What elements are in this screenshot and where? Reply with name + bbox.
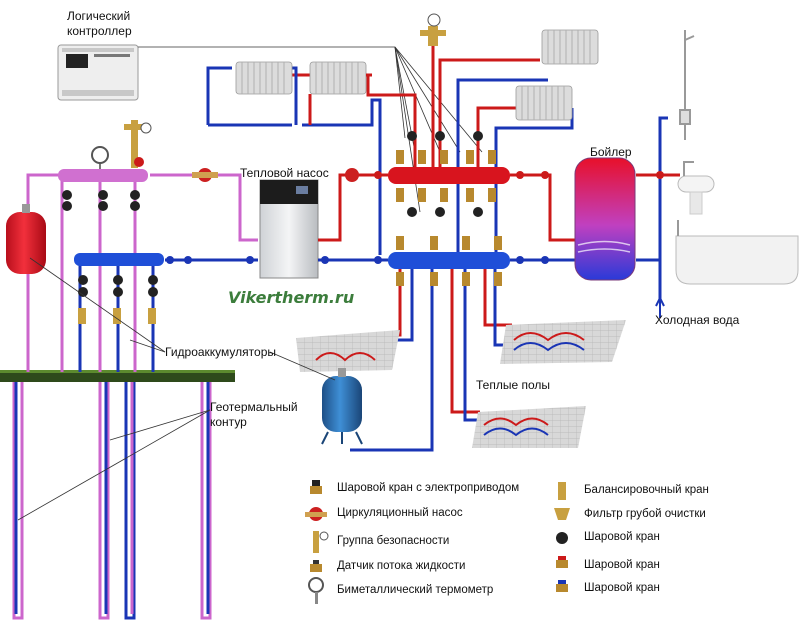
label-geo-line1: Геотермальный [210, 400, 298, 414]
heat-pump-circulation-pump [192, 168, 218, 182]
geothermal-loops [12, 382, 212, 620]
flow-sensor-icon [310, 560, 322, 572]
label-accumulators: Гидроаккумуляторы [165, 345, 277, 359]
label-controller-line1: Логический [67, 9, 131, 23]
ball-valve-red-icon [556, 556, 568, 568]
legend-text: Фильтр грубой очистки [584, 508, 706, 520]
label-cold-water: Холодная вода [655, 313, 740, 327]
brine-valves [62, 190, 158, 297]
radiator-2-pipes [308, 73, 372, 125]
label-geo-line2: контур [210, 415, 247, 429]
label-heat-pump: Тепловой насос [240, 166, 329, 180]
legend-text: Шаровой кран [584, 559, 660, 571]
legend-text: Группа безопасности [337, 535, 450, 547]
legend-text: Биметаллический термометр [337, 584, 494, 596]
legend-text: Балансировочный кран [584, 484, 709, 496]
brine-manifold-hot [58, 169, 148, 182]
ball-valve-black-icon [556, 532, 568, 544]
ball-valve-blue-icon [556, 580, 568, 592]
heat-pump [259, 179, 319, 279]
radiator-fins [241, 30, 591, 120]
brine-safety-group [124, 120, 152, 168]
hp-pump-2 [345, 168, 359, 182]
manifold-cold [388, 252, 510, 269]
sink [677, 161, 715, 215]
watermark: Vikertherm.ru [228, 288, 355, 307]
top-safety-group [420, 13, 446, 46]
warm-floors [296, 320, 626, 448]
ground-strip [0, 372, 235, 382]
balancing-valve-icon [558, 482, 566, 500]
heat-pump-pipes [318, 173, 388, 262]
legend-text: Шаровой кран [584, 582, 660, 594]
logic-controller [57, 44, 139, 101]
label-warm-floors: Теплые полы [476, 378, 550, 392]
legend-icons [305, 480, 570, 604]
motorized-ball-valve-icon [310, 480, 322, 494]
safety-group-icon [313, 531, 329, 553]
balancing-valves-brine [78, 308, 156, 324]
legend-text: Шаровой кран с электроприводом [337, 482, 520, 494]
label-boiler: Бойлер [590, 145, 632, 159]
manifold-hot [388, 167, 510, 184]
manifold-valves [166, 131, 664, 286]
bathtub [675, 220, 799, 285]
hydro-accumulator [321, 368, 363, 445]
legend-text: Циркуляционный насос [337, 507, 463, 519]
coarse-filter-icon [554, 508, 570, 520]
brine-thermometer [91, 146, 109, 169]
label-controller-line2: контроллер [67, 24, 132, 38]
brine-manifold-cold [74, 253, 164, 266]
expansion-tank [6, 204, 46, 274]
cold-water-arrow [655, 295, 665, 318]
legend-text: Шаровой кран [584, 531, 660, 543]
circulation-pump-icon [305, 507, 327, 521]
boiler [574, 157, 636, 281]
label-pointers [17, 257, 336, 521]
radiators [235, 29, 599, 121]
legend-text: Датчик потока жидкости [337, 560, 466, 572]
shower [679, 30, 695, 140]
bimetal-thermometer-icon [308, 577, 324, 604]
